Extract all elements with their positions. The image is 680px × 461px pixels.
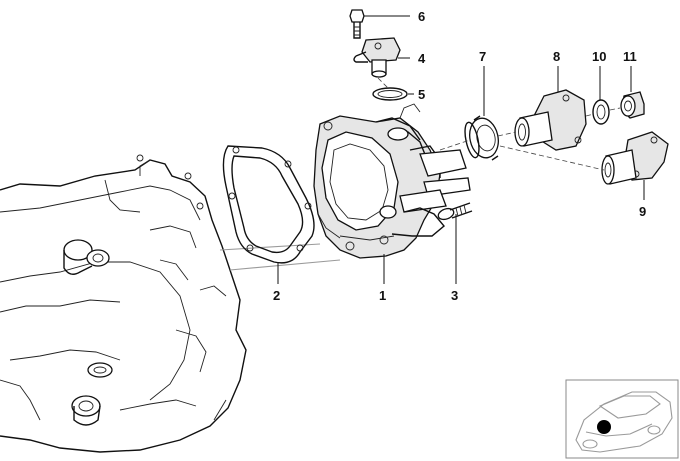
bolt-part-3 bbox=[437, 202, 473, 221]
o-ring-part-5 bbox=[372, 87, 408, 101]
callout-label-5: 5 bbox=[418, 87, 425, 102]
callout-label-3: 3 bbox=[451, 288, 458, 303]
callout-label-8: 8 bbox=[553, 49, 560, 64]
sensor-bolt-part-6 bbox=[349, 9, 365, 39]
gearbox-housing bbox=[0, 154, 341, 453]
shaft-seal-part-7 bbox=[464, 115, 499, 161]
washer-part-10 bbox=[592, 99, 610, 125]
callout-label-10: 10 bbox=[592, 49, 606, 64]
collar-nut-part-11 bbox=[620, 91, 645, 119]
callout-label-11: 11 bbox=[623, 49, 637, 64]
callout-label-7: 7 bbox=[479, 49, 486, 64]
speed-sensor-part-4 bbox=[353, 37, 401, 78]
output-flange-alternate-part-9 bbox=[601, 131, 669, 185]
part-callouts: 6 4 5 7 8 10 11 9 1 2 3 bbox=[273, 9, 646, 303]
callout-label-1: 1 bbox=[379, 288, 386, 303]
callout-label-6: 6 bbox=[418, 9, 425, 24]
callout-label-4: 4 bbox=[418, 51, 426, 66]
output-flange-part-8 bbox=[514, 89, 587, 151]
vehicle-location-inset bbox=[565, 379, 679, 459]
car-outline-icon bbox=[575, 391, 673, 453]
component-location-marker bbox=[597, 420, 611, 434]
callout-label-2: 2 bbox=[273, 288, 280, 303]
assembly-guide-lines bbox=[377, 77, 621, 171]
cover-housing-part-1 bbox=[313, 103, 471, 259]
callout-label-9: 9 bbox=[639, 204, 646, 219]
gasket-part-2 bbox=[222, 145, 315, 264]
